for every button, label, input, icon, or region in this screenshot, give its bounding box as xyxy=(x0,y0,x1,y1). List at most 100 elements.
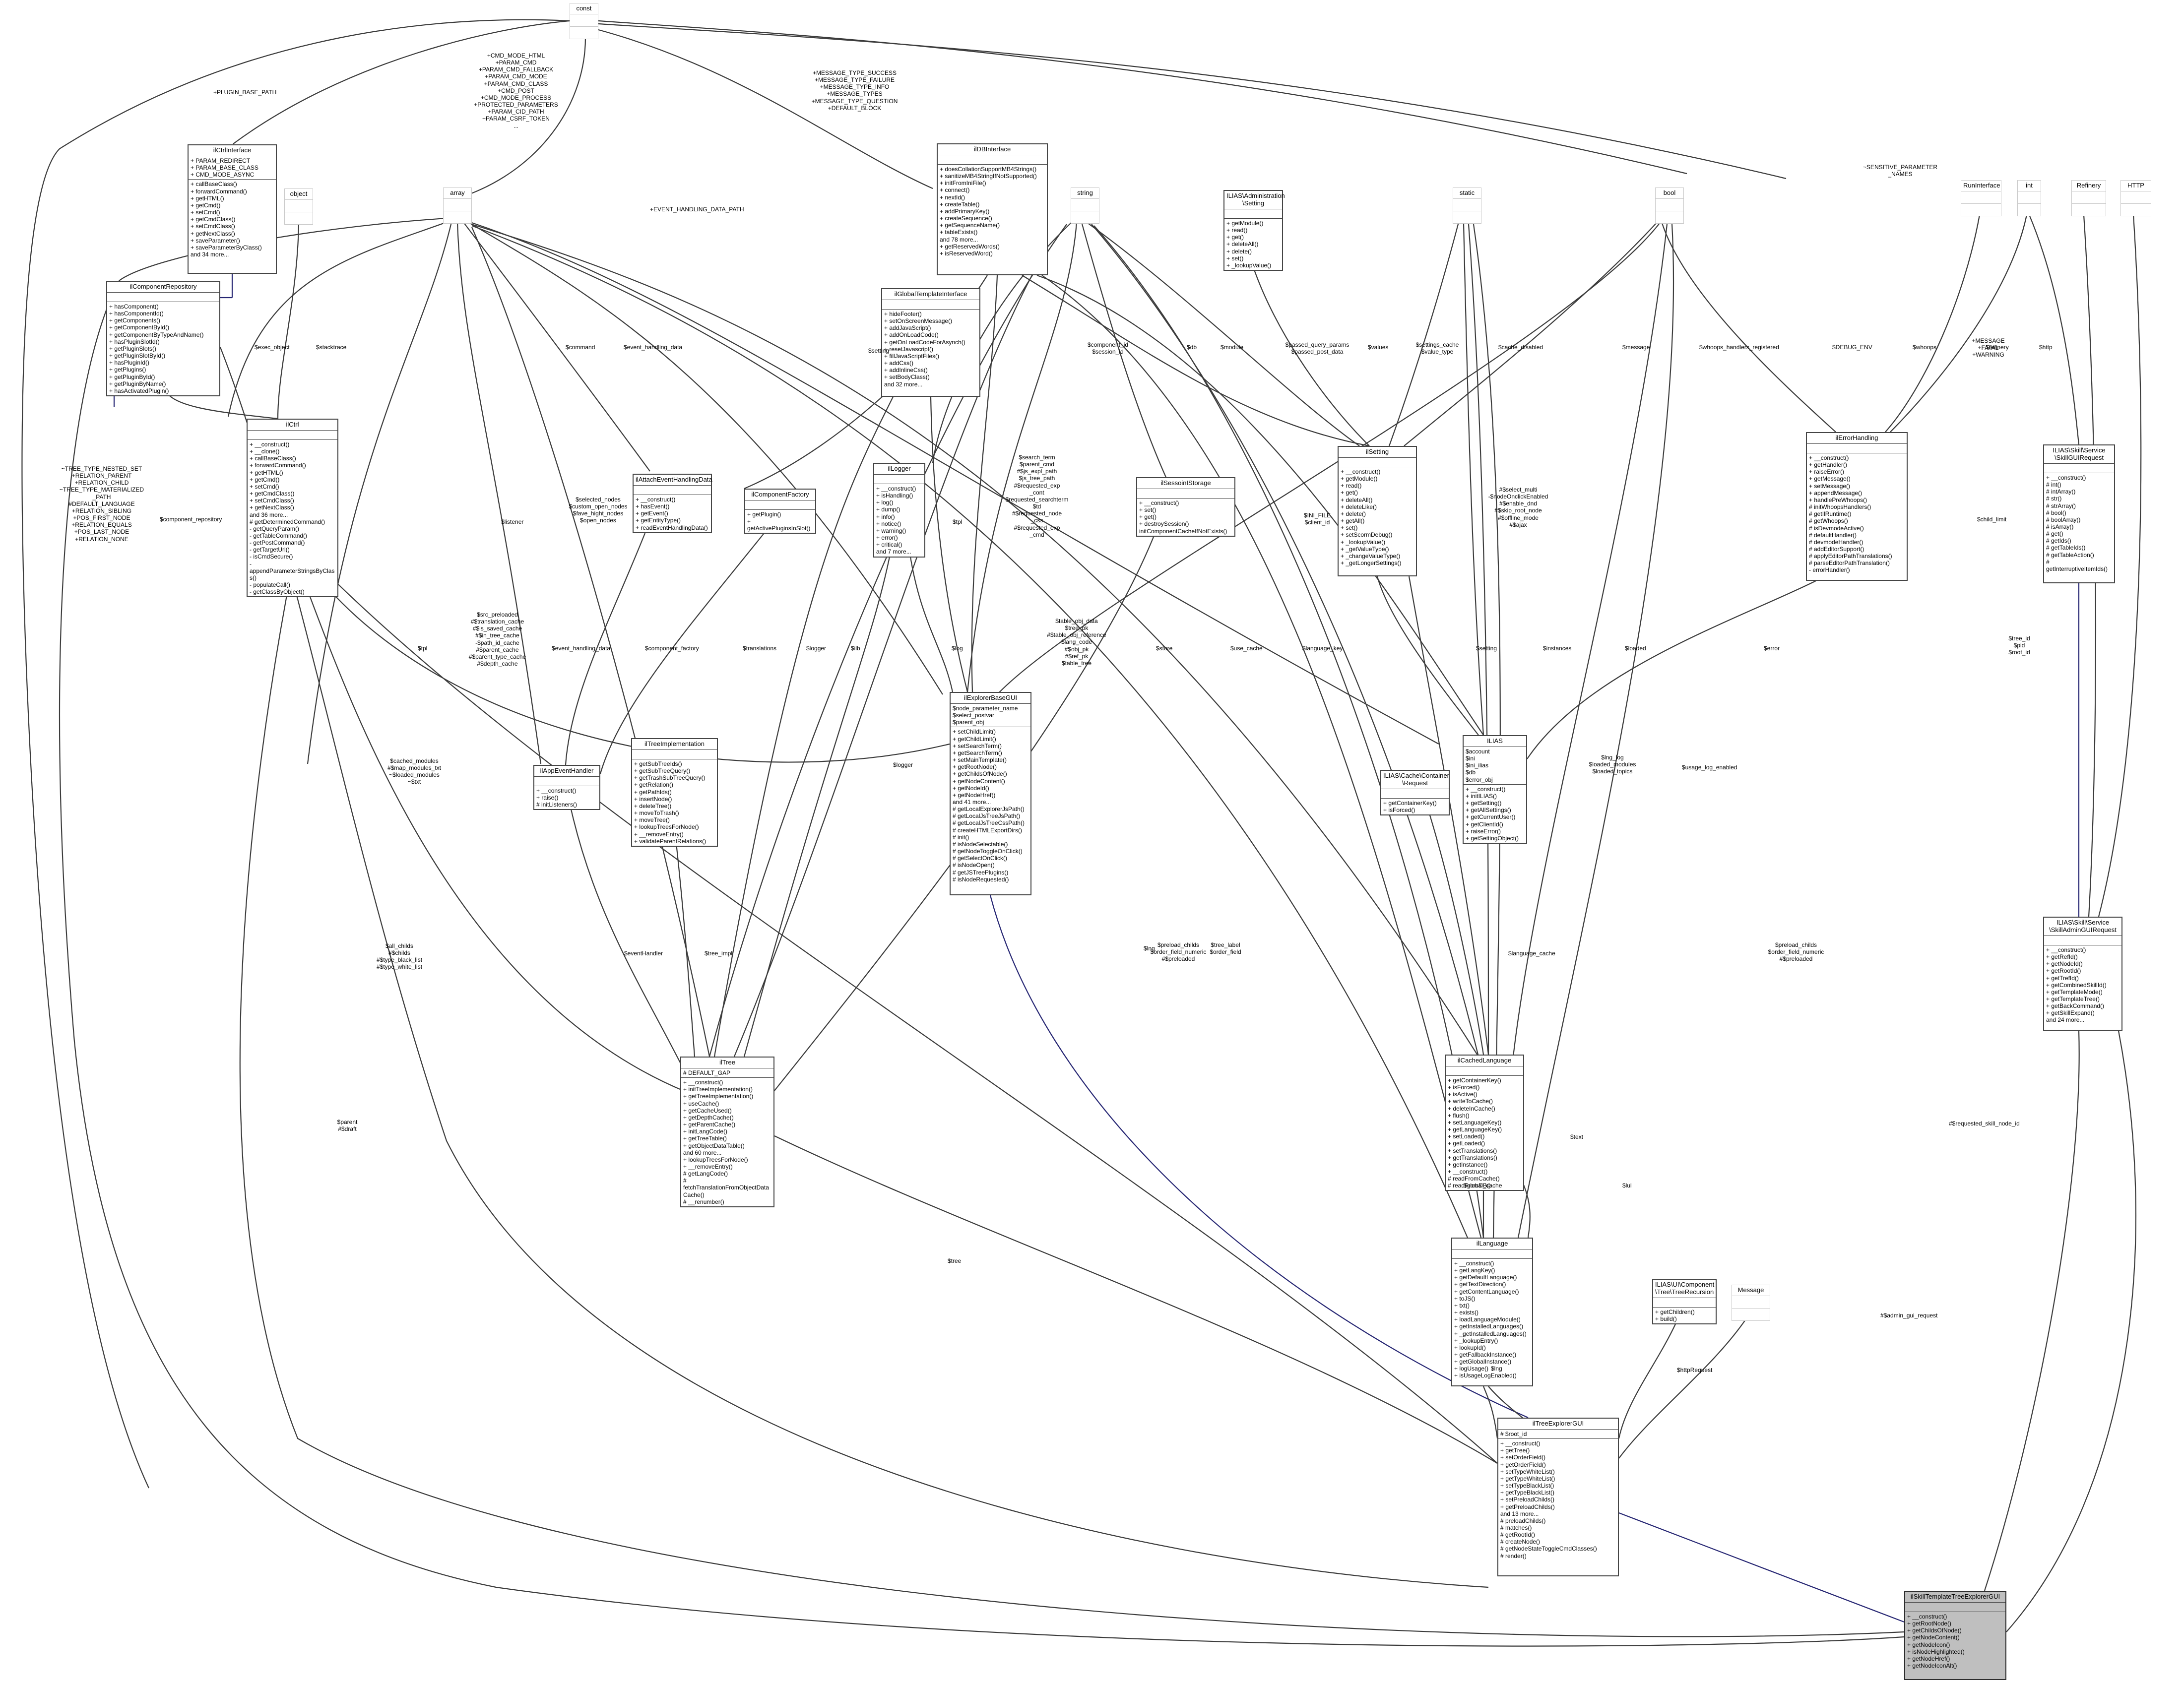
class-title: ilExplorerBaseGUI xyxy=(951,693,1030,704)
edge-label-preload-childs: $preload_childs $order_field_numeric #$p… xyxy=(1150,941,1207,963)
class-title: Refinery xyxy=(2072,181,2106,191)
class-box-ilExplorerBaseGUI[interactable]: ilExplorerBaseGUI$node_parameter_name$se… xyxy=(950,692,1031,895)
class-title: ILIAS\Skill\Service \SkillAdminGUIReques… xyxy=(2044,918,2121,936)
edge-label-exec-object: $exec_object xyxy=(255,344,290,351)
class-box-ilLogger[interactable]: ilLogger+ __construct()+ isHandling()+ l… xyxy=(873,463,925,558)
class-box-ilCachedLanguage[interactable]: ilCachedLanguage+ getContainerKey()+ isF… xyxy=(1445,1055,1524,1191)
edge-label-child-limit: $child_limit xyxy=(1977,516,2007,523)
class-operation-row: + getRelation() xyxy=(634,781,674,789)
class-operation-row: + getCmd() xyxy=(191,201,221,209)
class-operation-row: + getActivePluginsInSlot() xyxy=(747,518,811,532)
class-operation-row: + hasPluginSlotId() xyxy=(109,338,160,345)
class-operation-row: + initFromIniFile() xyxy=(940,180,986,187)
edge-label-tpl2: $tpl xyxy=(418,645,428,652)
class-box-object[interactable]: object xyxy=(284,188,313,225)
edge-label-sensitive-parameter-names: ~SENSITIVE_PARAMETER _NAMES xyxy=(1863,164,1938,178)
edge-label-ini-file-client-id: $INI_FILE $client_id xyxy=(1303,512,1331,526)
class-operations xyxy=(1656,211,1683,223)
edge-label-lng-log: $lng_log $loaded_modules $loaded_topics xyxy=(1589,754,1636,775)
class-title: ilCtrl xyxy=(248,420,337,431)
class-box-string[interactable]: string xyxy=(1071,187,1099,224)
class-operation-row: # strArray() xyxy=(2046,502,2076,509)
class-operation-row: # getLocalJsTreeCssPath() xyxy=(953,819,1025,827)
class-operation-row: + getNodeId() xyxy=(2046,960,2083,968)
class-box-RunInterface[interactable]: RunInterface xyxy=(1961,180,2001,216)
class-operation-row: + getLangKey() xyxy=(1454,1267,1495,1274)
class-box-ilComponentRepository[interactable]: ilComponentRepository+ hasComponent()+ h… xyxy=(106,281,220,396)
class-box-ilIASCacheContainerRequest[interactable]: ILIAS\Cache\Container \Request+ getConta… xyxy=(1380,770,1450,816)
class-operation-row: + __construct() xyxy=(636,496,676,503)
class-box-ilTreeImplementation[interactable]: ilTreeImplementation+ getSubTreeIds()+ g… xyxy=(631,738,718,847)
class-box-ilAppEventHandler[interactable]: ilAppEventHandler+ __construct()+ raise(… xyxy=(533,765,600,811)
class-operation-row: + moveTree() xyxy=(634,816,670,824)
class-box-ilGlobalTemplateInterface[interactable]: ilGlobalTemplateInterface+ hideFooter()+… xyxy=(881,288,980,397)
class-attributes xyxy=(2121,191,2151,204)
class-box-const[interactable]: const xyxy=(570,3,598,39)
class-box-HTTP[interactable]: HTTP xyxy=(2120,180,2151,216)
class-box-ilErrorHandling[interactable]: ilErrorHandling+ __construct()+ getHandl… xyxy=(1806,432,1908,581)
class-box-SkillGUIRequest[interactable]: ILIAS\Skill\Service \SkillGUIRequest+ __… xyxy=(2043,444,2115,583)
class-operation-row: - getQueryParam() xyxy=(250,525,300,532)
class-box-ilCtrlInterface[interactable]: ilCtrlInterface+ PARAM_REDIRECT+ PARAM_B… xyxy=(188,144,277,274)
class-operation-row: + getSequenceName() xyxy=(940,222,1000,229)
class-box-ilIAS[interactable]: ILIAS$account$ini$ini_ilias$db$error_obj… xyxy=(1463,735,1527,844)
class-box-array[interactable]: array xyxy=(443,187,472,224)
class-operation-row: # preloadChilds() xyxy=(1500,1517,1546,1524)
class-operations xyxy=(1453,211,1481,223)
edge-label-stacktrace: $stacktrace xyxy=(316,344,347,351)
class-operation-row: + isHandling() xyxy=(876,492,913,499)
class-box-Refinery[interactable]: Refinery xyxy=(2071,180,2106,216)
class-operation-row: + __clone() xyxy=(250,448,280,455)
class-operation-row: + isForced() xyxy=(1448,1084,1480,1091)
class-operation-row: + getTree() xyxy=(1500,1447,1530,1454)
edge-label-http-request: $httpRequest xyxy=(1677,1367,1713,1373)
edge-label-http: $http xyxy=(2039,344,2053,351)
class-box-ilSkillTemplateTreeExplorerGUI[interactable]: ilSkillTemplateTreeExplorerGUI+ __constr… xyxy=(1904,1591,2006,1680)
class-box-static[interactable]: static xyxy=(1453,187,1481,224)
class-operations xyxy=(2121,204,2151,216)
class-operation-row: + __construct() xyxy=(1500,1440,1541,1447)
class-box-ilTree[interactable]: ilTree# DEFAULT_GAP+ __construct()+ init… xyxy=(680,1057,774,1207)
class-attributes xyxy=(1656,199,1683,211)
class-operation-row: + setBodyClass() xyxy=(884,374,930,381)
class-box-ilLanguage[interactable]: ilLanguage+ __construct()+ getLangKey()+… xyxy=(1451,1238,1533,1386)
class-operation-row: + raiseError() xyxy=(1809,468,1845,476)
class-operation-row: + getPathIds() xyxy=(634,788,672,796)
class-box-ilAttachEventHandlingData[interactable]: ilAttachEventHandlingData+ __construct()… xyxy=(633,474,712,533)
class-operation-row: + __construct() xyxy=(1448,1168,1488,1175)
class-operations: + callBaseClass()+ forwardCommand()+ get… xyxy=(189,180,276,259)
class-attributes xyxy=(874,475,924,484)
class-operation-row: + insertNode() xyxy=(634,795,672,803)
class-operation-row: # getTableAction() xyxy=(2046,551,2094,559)
class-title: ilComponentFactory xyxy=(745,490,815,500)
class-box-ilSessionIStorage[interactable]: ilSessoinIStorage+ __construct()+ set()+… xyxy=(1136,477,1235,537)
class-operations: + getChildren()+ build() xyxy=(1653,1308,1716,1323)
class-box-ilTreeExplorerGUI[interactable]: ilTreeExplorerGUI# $root_id+ __construct… xyxy=(1497,1418,1619,1576)
class-box-ilDBInterface[interactable]: ilDBInterface+ doesCollationSupportMB4St… xyxy=(937,143,1048,275)
class-operation-row: + getPreloadChilds() xyxy=(1500,1503,1555,1510)
class-box-Message[interactable]: Message xyxy=(1732,1285,1770,1321)
class-box-ilComponentFactory[interactable]: ilComponentFactory+ getPlugin()+ getActi… xyxy=(744,489,816,534)
edge-label-event-handling-data-path: +EVENT_HANDLING_DATA_PATH xyxy=(650,206,744,213)
class-operation-row: + setCmd() xyxy=(250,483,279,490)
class-box-ilSetting[interactable]: ilSetting+ __construct()+ getModule()+ r… xyxy=(1338,446,1417,576)
class-box-ilCtrl[interactable]: ilCtrl+ __construct()+ __clone()+ callBa… xyxy=(247,419,338,598)
class-operation-row: + getRootNode() xyxy=(953,763,997,771)
class-title: int xyxy=(2018,181,2041,191)
class-box-bool[interactable]: bool xyxy=(1655,187,1684,224)
edge-label-plugin-base-path: +PLUGIN_BASE_PATH xyxy=(213,89,277,96)
class-operation-row: + read() xyxy=(1341,482,1362,490)
class-box-ILIAS.Administration.Setting[interactable]: ILIAS\Administration \Setting+ getModule… xyxy=(1223,190,1285,271)
class-operation-row: + handlePreWhoops() xyxy=(1809,496,1867,503)
class-box-int[interactable]: int xyxy=(2017,180,2041,216)
class-operation-row: + __construct() xyxy=(876,485,916,492)
edge-label-values: $values xyxy=(1368,344,1389,351)
class-operations xyxy=(285,212,313,224)
class-box-SkillAdminGUIRequest[interactable]: ILIAS\Skill\Service \SkillAdminGUIReques… xyxy=(2043,917,2122,1031)
class-title: ilSessoinIStorage xyxy=(1137,478,1234,489)
class-operation-row: and 78 more... xyxy=(940,236,978,243)
class-operation-row: + setScormDebug() xyxy=(1341,531,1393,539)
class-operation-row: + isReservedWord() xyxy=(940,249,993,257)
class-box-ilIASUIComponentTreeTreeRecursion[interactable]: ILIAS\UI\Component \Tree\TreeRecursion+ … xyxy=(1652,1279,1717,1325)
class-operation-row: + createTable() xyxy=(940,200,980,208)
